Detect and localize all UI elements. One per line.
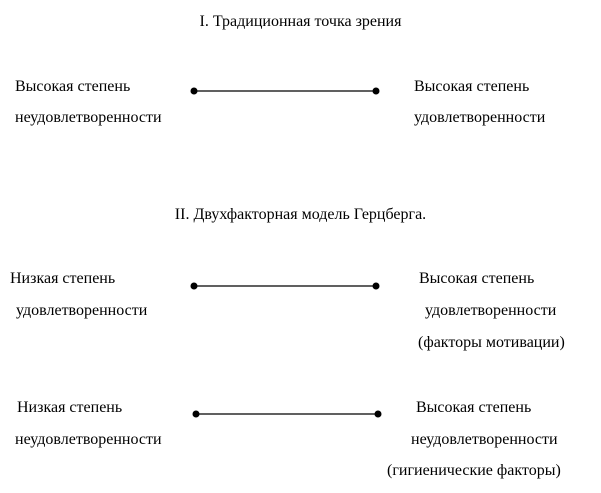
s2r1-right-line2: удовлетворенности <box>425 302 557 319</box>
s2r2-right-line3: (гигиенические факторы) <box>387 462 561 479</box>
section1-title: I. Традиционная точка зрения <box>199 13 402 30</box>
s2r2-left-line2: неудовлетворенности <box>15 431 162 448</box>
section2-title: II. Двухфакторная модель Герцберга. <box>174 206 427 223</box>
s2r1-right-line3: (факторы мотивации) <box>418 334 565 351</box>
s2r1-left-line1: Низкая степень <box>10 270 116 287</box>
s2r1-right-line1: Высокая степень <box>419 270 535 287</box>
s1-right-line2: удовлетворенности <box>414 109 546 126</box>
s2r2-right-line2: неудовлетворенности <box>411 431 558 448</box>
connector-s2-row1 <box>190 282 380 290</box>
s2r2-right-line1: Высокая степень <box>416 399 532 416</box>
s2r2-left-line1: Низкая степень <box>17 399 123 416</box>
s1-left-line1: Высокая степень <box>15 78 131 95</box>
s1-right-line1: Высокая степень <box>414 78 530 95</box>
connector-s1 <box>190 87 380 95</box>
s1-left-line2: неудовлетворенности <box>15 109 162 126</box>
s2r1-left-line2: удовлетворенности <box>16 302 148 319</box>
connector-s2-row2 <box>192 410 382 418</box>
